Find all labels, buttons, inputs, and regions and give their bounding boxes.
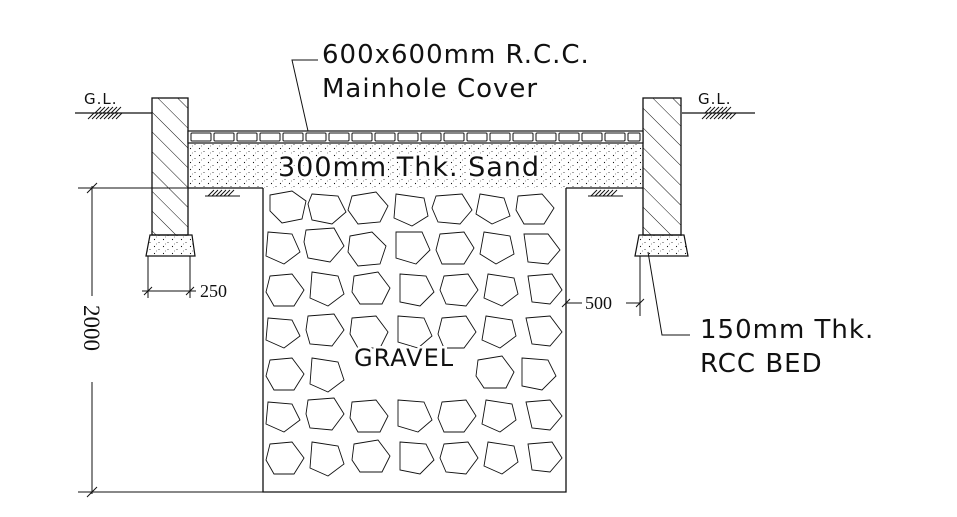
ground-level-right <box>682 106 755 120</box>
cover-leader <box>291 59 318 132</box>
rcc-bed-right <box>634 234 689 257</box>
gravel-label: GRAVEL <box>354 344 454 372</box>
sand-layer <box>188 143 643 189</box>
earth-symbol-right <box>588 189 623 197</box>
ground-level-left <box>75 106 152 120</box>
cover-label-line1: 600x600mm R.C.C. <box>322 40 590 70</box>
manhole-cover <box>187 130 644 144</box>
wall-width-label: 250 <box>200 281 227 301</box>
rcc-bed-left <box>145 234 196 257</box>
gravel-pit <box>262 188 567 493</box>
brick-wall-left <box>151 97 189 236</box>
wall-width-dimension <box>142 256 196 298</box>
depth-dimension-label: 2000 <box>79 305 104 351</box>
sand-label: 300mm Thk. Sand <box>278 152 540 183</box>
gl-label-left: G.L. <box>84 90 118 108</box>
offset-label: 500 <box>585 293 612 313</box>
bed-leader <box>647 251 690 336</box>
earth-symbol-left <box>205 189 240 197</box>
bed-label-line2: RCC BED <box>700 349 823 379</box>
bed-label-line1: 150mm Thk. <box>700 315 874 345</box>
gl-label-right: G.L. <box>698 90 732 108</box>
cover-label-line2: Mainhole Cover <box>322 74 538 104</box>
brick-wall-right <box>642 97 682 236</box>
offset-dimension <box>561 256 645 316</box>
depth-dimension <box>78 182 263 498</box>
